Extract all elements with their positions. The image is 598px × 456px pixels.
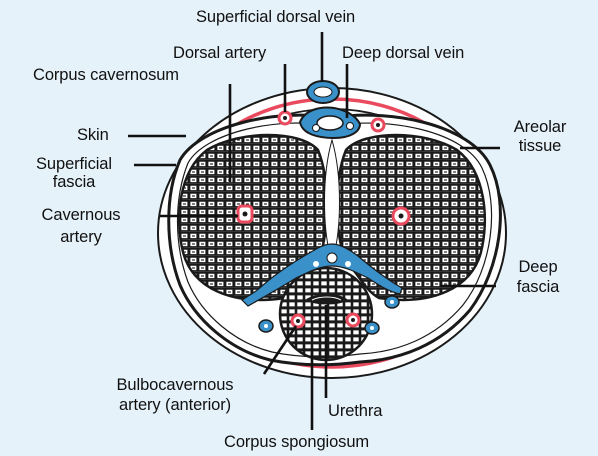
label-corpus-spongiosum: Corpus spongiosum (224, 433, 369, 451)
right-corpus-cavernosum (337, 135, 485, 300)
label-bulbocavernous-artery-line2: artery (anterior) (80, 396, 270, 414)
label-superficial-fascia-line2: fascia (16, 173, 132, 191)
label-cavernous-artery-line2: artery (16, 228, 146, 246)
label-cavernous-artery-line1: Cavernous (16, 206, 146, 224)
label-dorsal-artery: Dorsal artery (173, 44, 266, 62)
label-areolar-tissue-line1: Areolar (500, 118, 580, 136)
label-superficial-fascia-line1: Superficial (16, 155, 132, 173)
label-superficial-dorsal-vein: Superficial dorsal vein (196, 8, 355, 26)
label-urethra: Urethra (328, 402, 382, 420)
label-deep-dorsal-vein: Deep dorsal vein (342, 44, 464, 62)
label-corpus-cavernosum: Corpus cavernosum (33, 66, 179, 84)
label-skin: Skin (77, 126, 109, 144)
label-bulbocavernous-artery-line1: Bulbocavernous (80, 376, 270, 394)
label-deep-fascia-line2: fascia (498, 278, 578, 296)
label-areolar-tissue-line2: tissue (500, 137, 580, 155)
label-deep-fascia-line1: Deep (498, 258, 578, 276)
